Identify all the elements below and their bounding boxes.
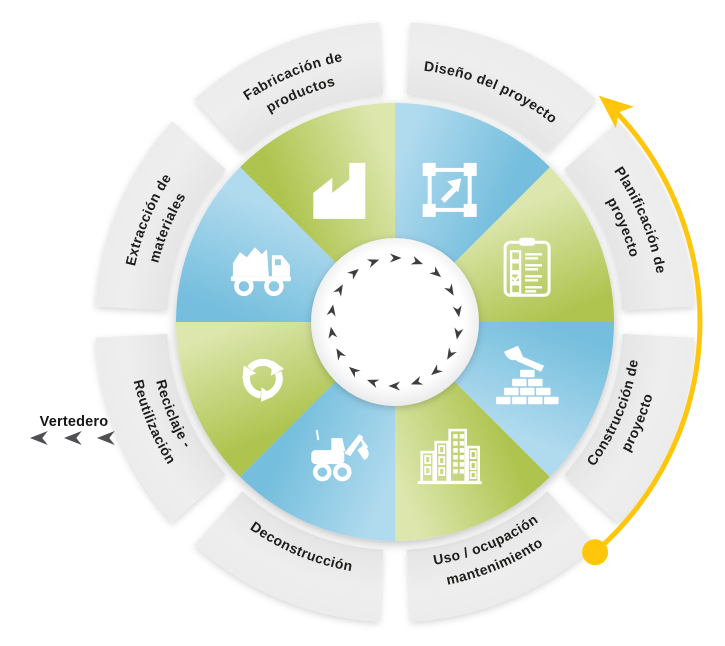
excavator-cab — [331, 438, 346, 452]
excavator-stick — [359, 435, 369, 451]
checklist-rows — [509, 250, 543, 295]
brick — [512, 396, 527, 405]
flow-arrowhead-icon — [598, 95, 634, 129]
arrow-head — [447, 178, 462, 193]
cycle-flow-arrow — [582, 95, 703, 566]
truck-cab — [271, 255, 290, 277]
recycle-arm — [247, 358, 284, 376]
hammer-bricks-icon — [496, 345, 559, 405]
transform-arrows-icon — [422, 162, 477, 217]
truck-wheel — [264, 276, 284, 297]
building-windows — [424, 445, 477, 480]
excavator-antenna — [315, 429, 320, 441]
arrow-shaft — [440, 186, 457, 203]
brick — [520, 387, 535, 396]
ring-segment-uso — [406, 491, 596, 622]
corner-handle — [463, 162, 477, 176]
ring-segment-extraccion — [95, 121, 226, 311]
brick — [536, 387, 551, 396]
wedge-icons — [230, 162, 559, 485]
vertedero-arrow-icon — [96, 431, 115, 445]
hammer-handle — [516, 354, 545, 372]
brick — [544, 396, 559, 405]
brick — [496, 396, 511, 405]
vertedero-arrow-icon — [29, 431, 48, 445]
center-circle — [311, 238, 479, 406]
excavator-wheel — [333, 462, 352, 482]
brick — [512, 378, 527, 387]
excavator-wheel — [313, 462, 332, 482]
center-hub — [311, 238, 479, 406]
transform-frame — [427, 167, 472, 212]
excavator-boom — [344, 434, 364, 457]
building-window-grid — [453, 434, 465, 474]
brick — [528, 396, 543, 405]
excavator-icon — [311, 429, 369, 482]
brick — [504, 387, 519, 396]
truck-bed-load — [232, 247, 269, 277]
corner-handle — [422, 203, 436, 217]
truck-wheel — [234, 276, 254, 297]
brick — [520, 369, 535, 378]
factory-roof — [313, 177, 352, 219]
ring-segment-deconstruccion — [194, 491, 384, 622]
outer-ring — [95, 22, 695, 622]
vertedero-arrow-icon — [63, 431, 82, 445]
excavator-body — [311, 450, 345, 465]
flow-arrow-arc — [593, 98, 703, 555]
ring-segment-reciclaje — [95, 333, 226, 523]
excavator-bucket — [357, 445, 369, 461]
buildings-icon — [417, 428, 482, 485]
factory-chimney — [349, 162, 366, 219]
brick — [528, 378, 543, 387]
ring-segment-construccion — [564, 333, 695, 523]
checklist-icon — [503, 237, 551, 297]
ring-segment-planificacion — [564, 121, 695, 311]
dump-truck-icon — [230, 247, 291, 297]
factory-icon — [313, 162, 366, 219]
ring-segment-fabricacion — [194, 22, 384, 153]
ring-segment-diseno — [406, 22, 596, 153]
flow-arrow-start-dot — [582, 539, 609, 566]
clipboard-clip — [519, 237, 536, 246]
vertedero-label: Vertedero — [40, 414, 109, 430]
corner-handle — [463, 203, 477, 217]
recycle-icon — [237, 361, 285, 406]
corner-handle — [422, 162, 436, 176]
vertedero-group: Vertedero — [29, 414, 115, 445]
building-towers — [420, 428, 481, 484]
